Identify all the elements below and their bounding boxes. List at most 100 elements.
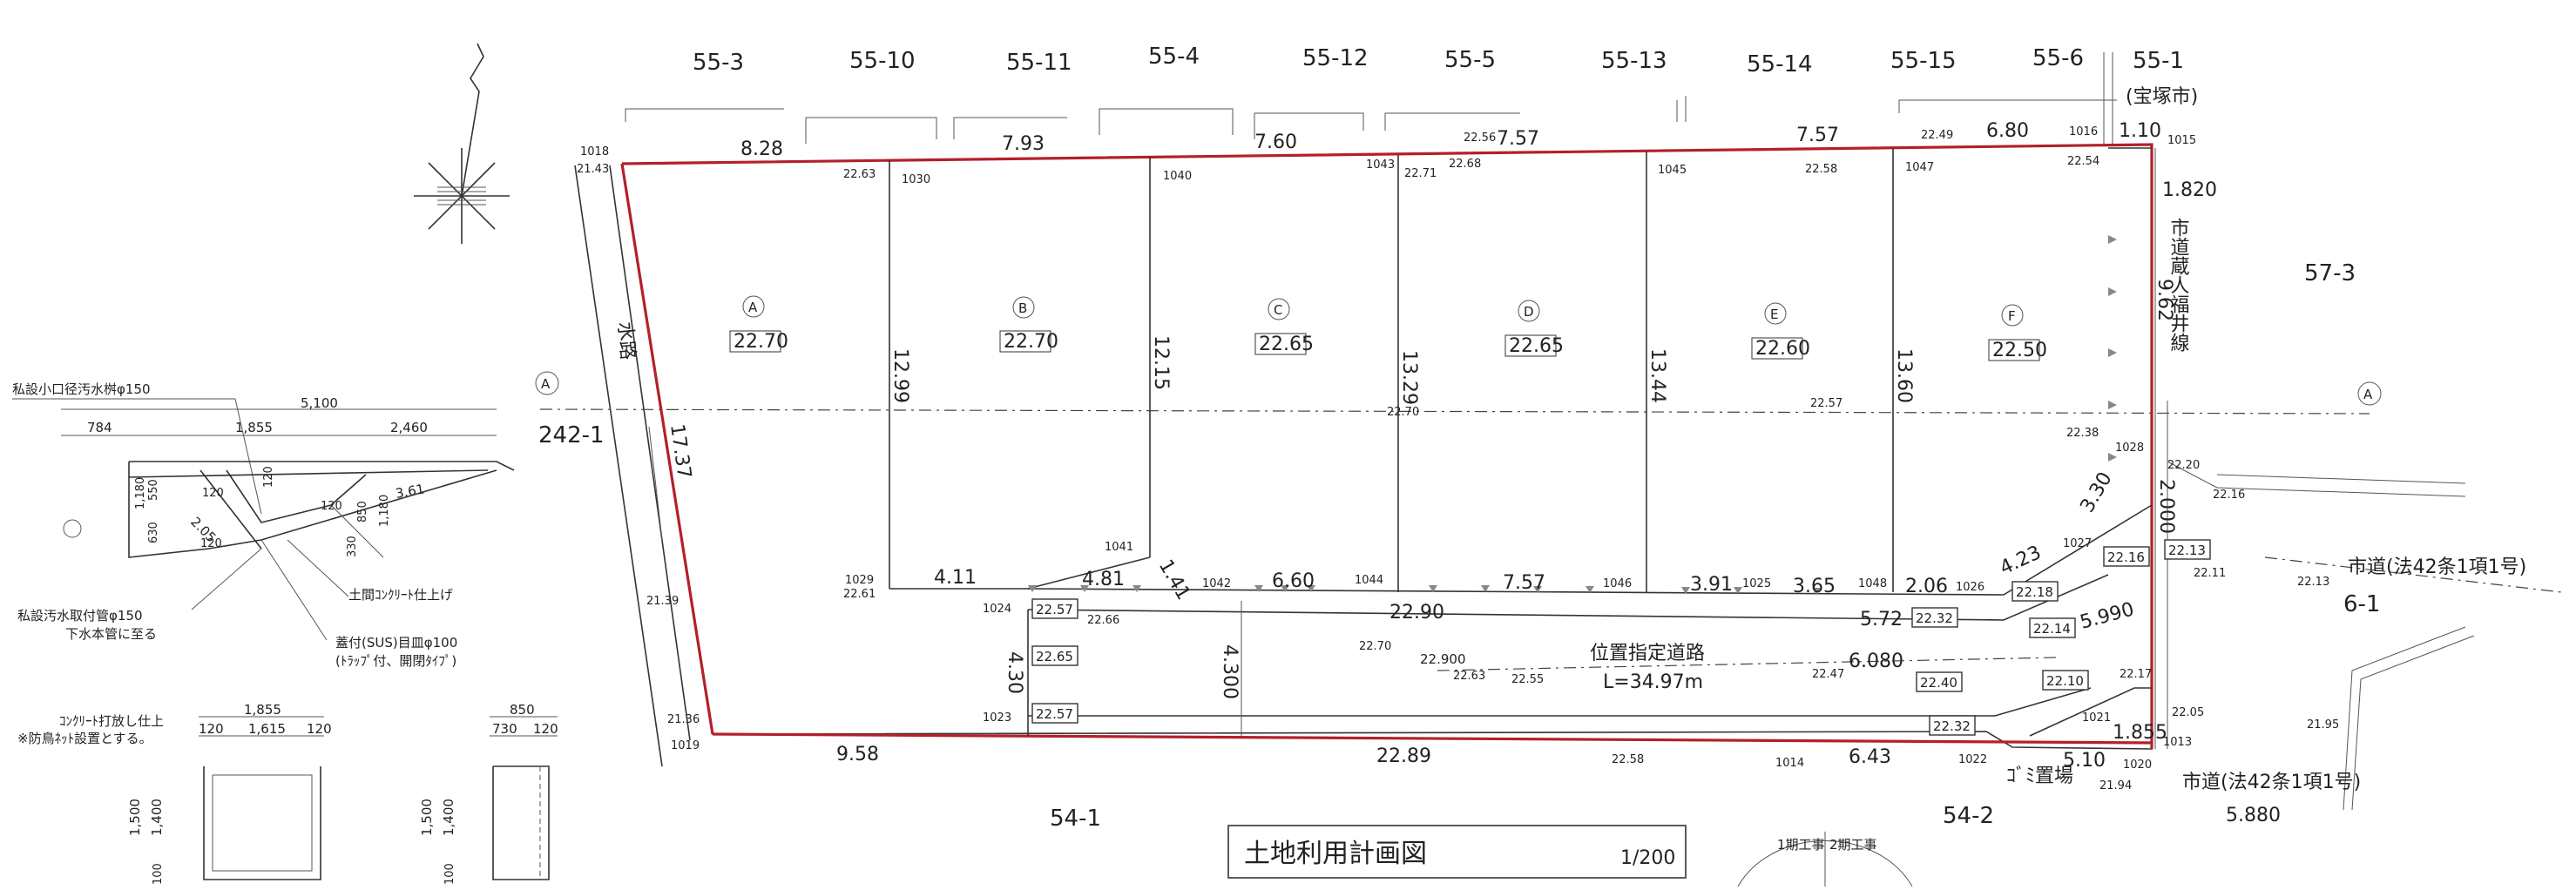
- spot-elevation: 22.55: [1511, 673, 1544, 686]
- bin-front-width: 1,855: [244, 702, 281, 718]
- detail-note-cover-1: 蓋付(SUS)目皿φ100: [335, 635, 457, 651]
- point-number: 1022: [1958, 753, 1987, 766]
- dimension: 7.57: [1796, 125, 1839, 146]
- boxed-elevation: 22.16: [2107, 550, 2145, 565]
- point-number: 1046: [1603, 577, 1632, 590]
- plot-b: B 22.70: [999, 296, 1058, 353]
- spot-elevation: 22.49: [1921, 129, 1953, 142]
- point-number: 1041: [1105, 541, 1133, 554]
- road-boxed-elevations: 22.57 22.65 22.57 22.32 22.18 22.14 22.4…: [1031, 539, 2211, 736]
- detail-height: 120: [200, 537, 222, 550]
- spot-elevation: 21.36: [667, 713, 700, 726]
- bin-height: 1,400: [441, 799, 456, 836]
- detail-height: 630: [147, 522, 160, 543]
- road-edge-markers: [1028, 235, 2117, 595]
- point-number: 1018: [580, 145, 609, 158]
- neighbor-building-outlines: [625, 52, 2117, 144]
- spot-elevation: 22.71: [1404, 167, 1437, 180]
- plot-mark: F: [2008, 308, 2016, 324]
- lot-owner-note: (宝塚市): [2126, 86, 2198, 108]
- spot-elevation: 22.05: [2172, 706, 2204, 719]
- phase-label-2: 2期工事: [1829, 837, 1877, 853]
- plot-mark: A: [748, 300, 758, 315]
- dimension: 22.90: [1389, 602, 1444, 624]
- point-number: 1015: [2167, 134, 2196, 147]
- spot-elevation: 22.56: [1464, 131, 1496, 145]
- detail-total-width: 5,100: [301, 395, 338, 411]
- point-number: 1014: [1775, 757, 1804, 770]
- adjacent-lot-right-lower: 6-1: [2343, 591, 2380, 617]
- boxed-elevation: 22.65: [1036, 649, 1073, 664]
- boxed-elevation: 22.10: [2046, 673, 2084, 689]
- dimension: 7.57: [1503, 572, 1545, 594]
- water-channel: 水路: [574, 165, 691, 767]
- title-block: 土地利用計画図 1/200: [1227, 825, 1687, 879]
- spot-elevations: 22.63 21.43 22.61 21.39 21.36 22.56 22.7…: [577, 129, 2339, 792]
- dimension: 1.10: [2119, 120, 2161, 142]
- point-number: 1024: [983, 603, 1011, 616]
- plot-elevation: 22.70: [734, 331, 788, 353]
- plot-c: C 22.65: [1254, 298, 1314, 355]
- plot-mark: C: [1274, 302, 1282, 318]
- dimension: 7.93: [1002, 133, 1045, 155]
- point-number: 1026: [1956, 581, 1984, 594]
- spot-elevation: 22.38: [2066, 427, 2099, 440]
- spot-elevation: 22.66: [1087, 614, 1119, 627]
- spot-elevation: 22.16: [2213, 489, 2245, 502]
- bin-height: 1,500: [127, 799, 143, 836]
- depth-dimensions: 12.99 12.15 13.29 13.44 13.60 9.62 17.37: [666, 279, 2175, 480]
- dimension: 12.15: [1150, 335, 1172, 390]
- boxed-elevation: 22.57: [1036, 602, 1073, 617]
- water-channel-label: 水路: [613, 320, 639, 361]
- dimension: 6.80: [1986, 120, 2029, 142]
- dimension: 6.43: [1849, 746, 1891, 768]
- point-number: 1013: [2163, 736, 2192, 749]
- bin-base: 100: [152, 863, 165, 885]
- bin-note-1: ｺﾝｸﾘｰﾄ打放し仕上: [59, 713, 164, 729]
- spot-elevation: 22.20: [2167, 459, 2200, 472]
- dimension: 13.29: [1398, 350, 1420, 405]
- plot-e: E 22.60: [1751, 302, 1810, 360]
- point-number: 1028: [2115, 442, 2144, 455]
- section-marker-left: A: [541, 376, 551, 392]
- bin-height: 1,400: [149, 799, 165, 836]
- adjacent-lot-label: 55-10: [849, 48, 916, 74]
- dimension: 5.880: [2226, 805, 2281, 826]
- dimension: 9.62: [2153, 279, 2175, 321]
- detail-height: 120: [202, 487, 224, 500]
- adjacent-labels: 57-3 242-1 54-1 54-2 6-1 市道蔵人福井線 市道(法42条…: [538, 218, 2526, 832]
- plot-mark: B: [1018, 300, 1027, 316]
- dimension: 4.11: [934, 567, 977, 589]
- adjacent-lots-top: 55-3 55-10 55-11 55-4 55-12 55-5 55-13 5…: [693, 44, 2198, 108]
- detail-note-pipe-top: 私設小口径汚水桝φ150: [12, 381, 151, 397]
- boxed-elevation: 22.32: [1916, 610, 1953, 626]
- spot-elevation: 22.70: [1359, 640, 1391, 653]
- boxed-elevation: 22.40: [1920, 675, 1957, 691]
- bin-note-2: ※防鳥ﾈｯﾄ設置とする。: [17, 731, 152, 746]
- dimension: 6.60: [1272, 570, 1315, 592]
- detail-height: 1,180: [378, 495, 391, 527]
- road-length: L=34.97m: [1603, 671, 1703, 693]
- dimension: 1.855: [2113, 722, 2167, 744]
- boxed-elevation: 22.57: [1036, 706, 1073, 722]
- adjacent-lot-bottom-2: 54-2: [1943, 803, 1994, 829]
- dimension: 2.06: [1905, 576, 1948, 597]
- section-marker-right-icon: [2357, 381, 2382, 406]
- plot-mark: D: [1524, 304, 1534, 320]
- adjacent-lot-label: 55-1: [2133, 48, 2184, 74]
- plot-d: D 22.65: [1504, 300, 1564, 357]
- spot-elevation: 22.58: [1805, 163, 1837, 176]
- plot-a: A 22.70: [729, 295, 788, 353]
- point-number: 1020: [2123, 759, 2152, 772]
- adjacent-lot-bottom-1: 54-1: [1050, 806, 1101, 832]
- spot-elevation: 22.61: [843, 588, 876, 601]
- dimension: 8.28: [740, 138, 783, 160]
- adjacent-lot-label: 55-3: [693, 50, 744, 76]
- dimension: 13.44: [1646, 348, 1668, 403]
- drawing-scale: 1/200: [1620, 847, 1675, 869]
- plot-elevation: 22.50: [1992, 340, 2047, 361]
- detail-height: 550: [147, 479, 160, 501]
- adjacent-lot-label: 55-11: [1006, 50, 1072, 76]
- point-number: 1030: [902, 173, 930, 186]
- point-number: 1019: [671, 739, 700, 752]
